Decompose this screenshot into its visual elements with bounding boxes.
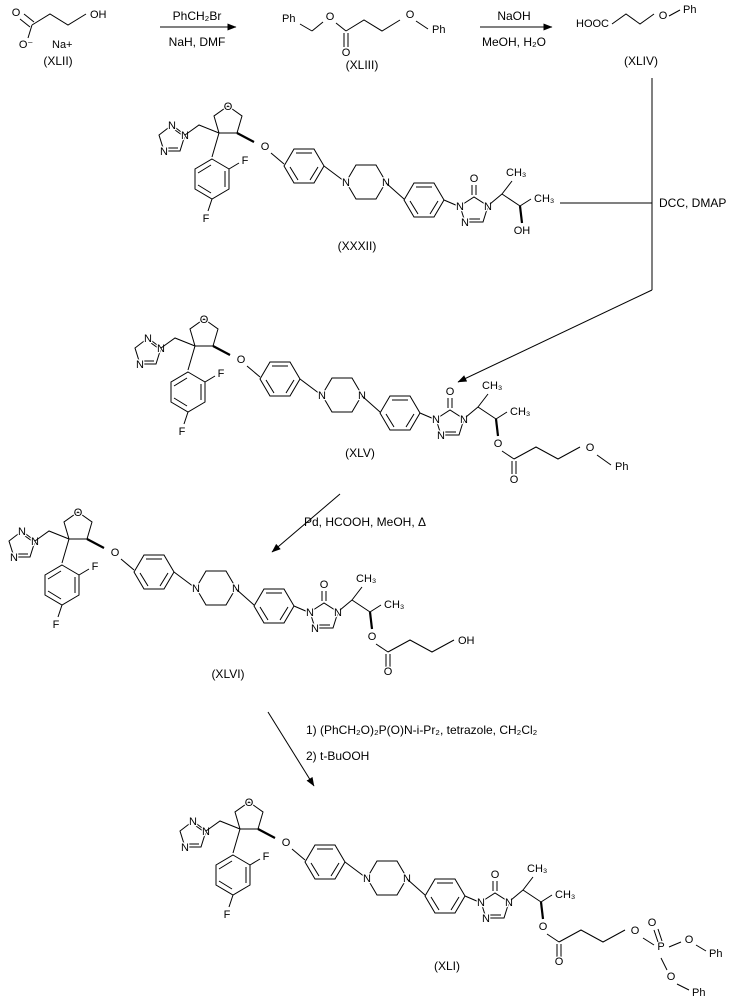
posaconazole-core-xxxii [159, 101, 554, 229]
compound-label-xlv: (XLV) [345, 446, 375, 460]
ester-chain-bonds [501, 446, 581, 460]
atom-label-na: Na+ [52, 39, 73, 51]
compound-xlii-structure: O O⁻ Na+ OH (XLII) [10, 6, 107, 68]
ester-chain-bonds [375, 639, 455, 653]
compound-label-xlvi: (XLVI) [211, 667, 244, 681]
atom-label-o: O [659, 10, 668, 22]
reagent-step1-above: PhCH₂Br [173, 9, 222, 23]
reagent-step5-line1: 1) (PhCH₂O)₂P(O)N-i-Pr₂, tetrazole, CH₂C… [306, 723, 538, 737]
atom-label-o: O [631, 925, 640, 937]
reaction-arrow-3 [457, 289, 653, 383]
atom-label-o: O [685, 934, 694, 946]
atom-label-o: O [384, 666, 393, 678]
atom-label-ph: Ph [615, 461, 628, 473]
p-o-benzyl-bond-1 [668, 941, 682, 948]
atom-label-o: O [12, 7, 21, 19]
atom-label-o-minus: O⁻ [19, 39, 34, 51]
compound-xxxii-structure: OH (XXXII) [159, 101, 554, 253]
atom-label-oh: OH [514, 225, 531, 237]
posaconazole-core-xlv [135, 314, 530, 442]
carbonyl-double-bond [385, 654, 391, 667]
atom-label-p: P [657, 941, 664, 953]
compound-label-xxxii: (XXXII) [338, 239, 377, 253]
reaction-step-3: DCC, DMAP [457, 78, 726, 383]
atom-label-ph: Ph [709, 948, 722, 960]
carbonyl-double-bond [556, 944, 562, 957]
atom-label-o: O [667, 971, 676, 983]
atom-label-o: O [406, 9, 415, 21]
atom-label-o: O [555, 956, 564, 968]
o-p-bond [642, 937, 655, 946]
atom-label-o: O [539, 921, 548, 933]
posaconazole-core-xli [180, 797, 575, 925]
chain-bonds [611, 13, 655, 25]
carbonyl-double-bond [511, 461, 517, 474]
reagent-step3: DCC, DMAP [659, 196, 726, 210]
carbonyl-double-bond [19, 13, 35, 28]
reagent-step2-below: MeOH, H₂O [482, 35, 546, 49]
atom-label-oh: OH [458, 635, 475, 647]
reagent-step2-above: NaOH [497, 9, 530, 23]
compound-label-xliv: (XLIV) [624, 54, 658, 68]
reaction-step-5: 1) (PhCH₂O)₂P(O)N-i-Pr₂, tetrazole, CH₂C… [267, 711, 538, 787]
compound-xliii-structure: Ph O O O Ph (XLIII) [281, 8, 447, 72]
atom-label-ph: Ph [282, 13, 295, 25]
benzyl-bond-2 [676, 983, 690, 991]
compound-xlv-structure: O O O Ph (XLV) [135, 314, 630, 487]
reaction-arrow-4 [271, 493, 341, 553]
ester-bond [335, 22, 347, 32]
p-o-benzyl-bond-2 [660, 957, 668, 971]
reaction-arrow-5 [267, 711, 315, 787]
compound-xli-structure: O O O P O O Ph O Ph (XLI) [180, 797, 724, 1000]
compound-xliv-structure: HOOC O Ph (XLIV) [575, 3, 698, 68]
reagent-step4: Pd, HCOOH, MeOH, Δ [304, 515, 426, 529]
atom-label-o: O [586, 442, 595, 454]
reagent-step5-line2: 2) t-BuOOH [306, 749, 369, 763]
benzyl-bond [668, 9, 681, 17]
reaction-step-1: PhCH₂Br NaH, DMF [160, 9, 237, 49]
atom-label-o: O [494, 438, 503, 450]
atom-label-o: O [326, 11, 335, 23]
benzyl-bond [415, 20, 429, 30]
reagent-step1-below: NaH, DMF [169, 35, 226, 49]
atom-label-ph: Ph [692, 987, 705, 999]
ester-chain-bonds [546, 929, 626, 943]
p-double-bond-o [653, 928, 663, 943]
atom-label-o: O [648, 917, 657, 929]
compound-label-xlii: (XLII) [43, 54, 72, 68]
reaction-step-4: Pd, HCOOH, MeOH, Δ [271, 493, 426, 553]
atom-label-oh: OH [90, 9, 107, 21]
benzyl-bond [596, 454, 612, 466]
carbonyl-double-bond [343, 33, 349, 47]
atom-label-hooc: HOOC [576, 18, 609, 30]
benzyl-bonds [299, 21, 324, 32]
chain-bonds [27, 13, 87, 39]
reaction-step-2: NaOH MeOH, H₂O [480, 9, 553, 49]
compound-label-xli: (XLI) [434, 959, 460, 973]
compound-label-xliii: (XLIII) [346, 58, 379, 72]
atom-label-o: O [510, 474, 519, 486]
atom-label-o: O [342, 47, 351, 59]
benzyl-bond-1 [695, 944, 707, 952]
atom-label-ph: Ph [432, 24, 445, 36]
atom-label-ph: Ph [683, 4, 696, 16]
chain-bonds [345, 19, 401, 32]
compound-xlvi-structure: O O OH (XLVI) [9, 507, 476, 681]
atom-label-o: O [368, 631, 377, 643]
